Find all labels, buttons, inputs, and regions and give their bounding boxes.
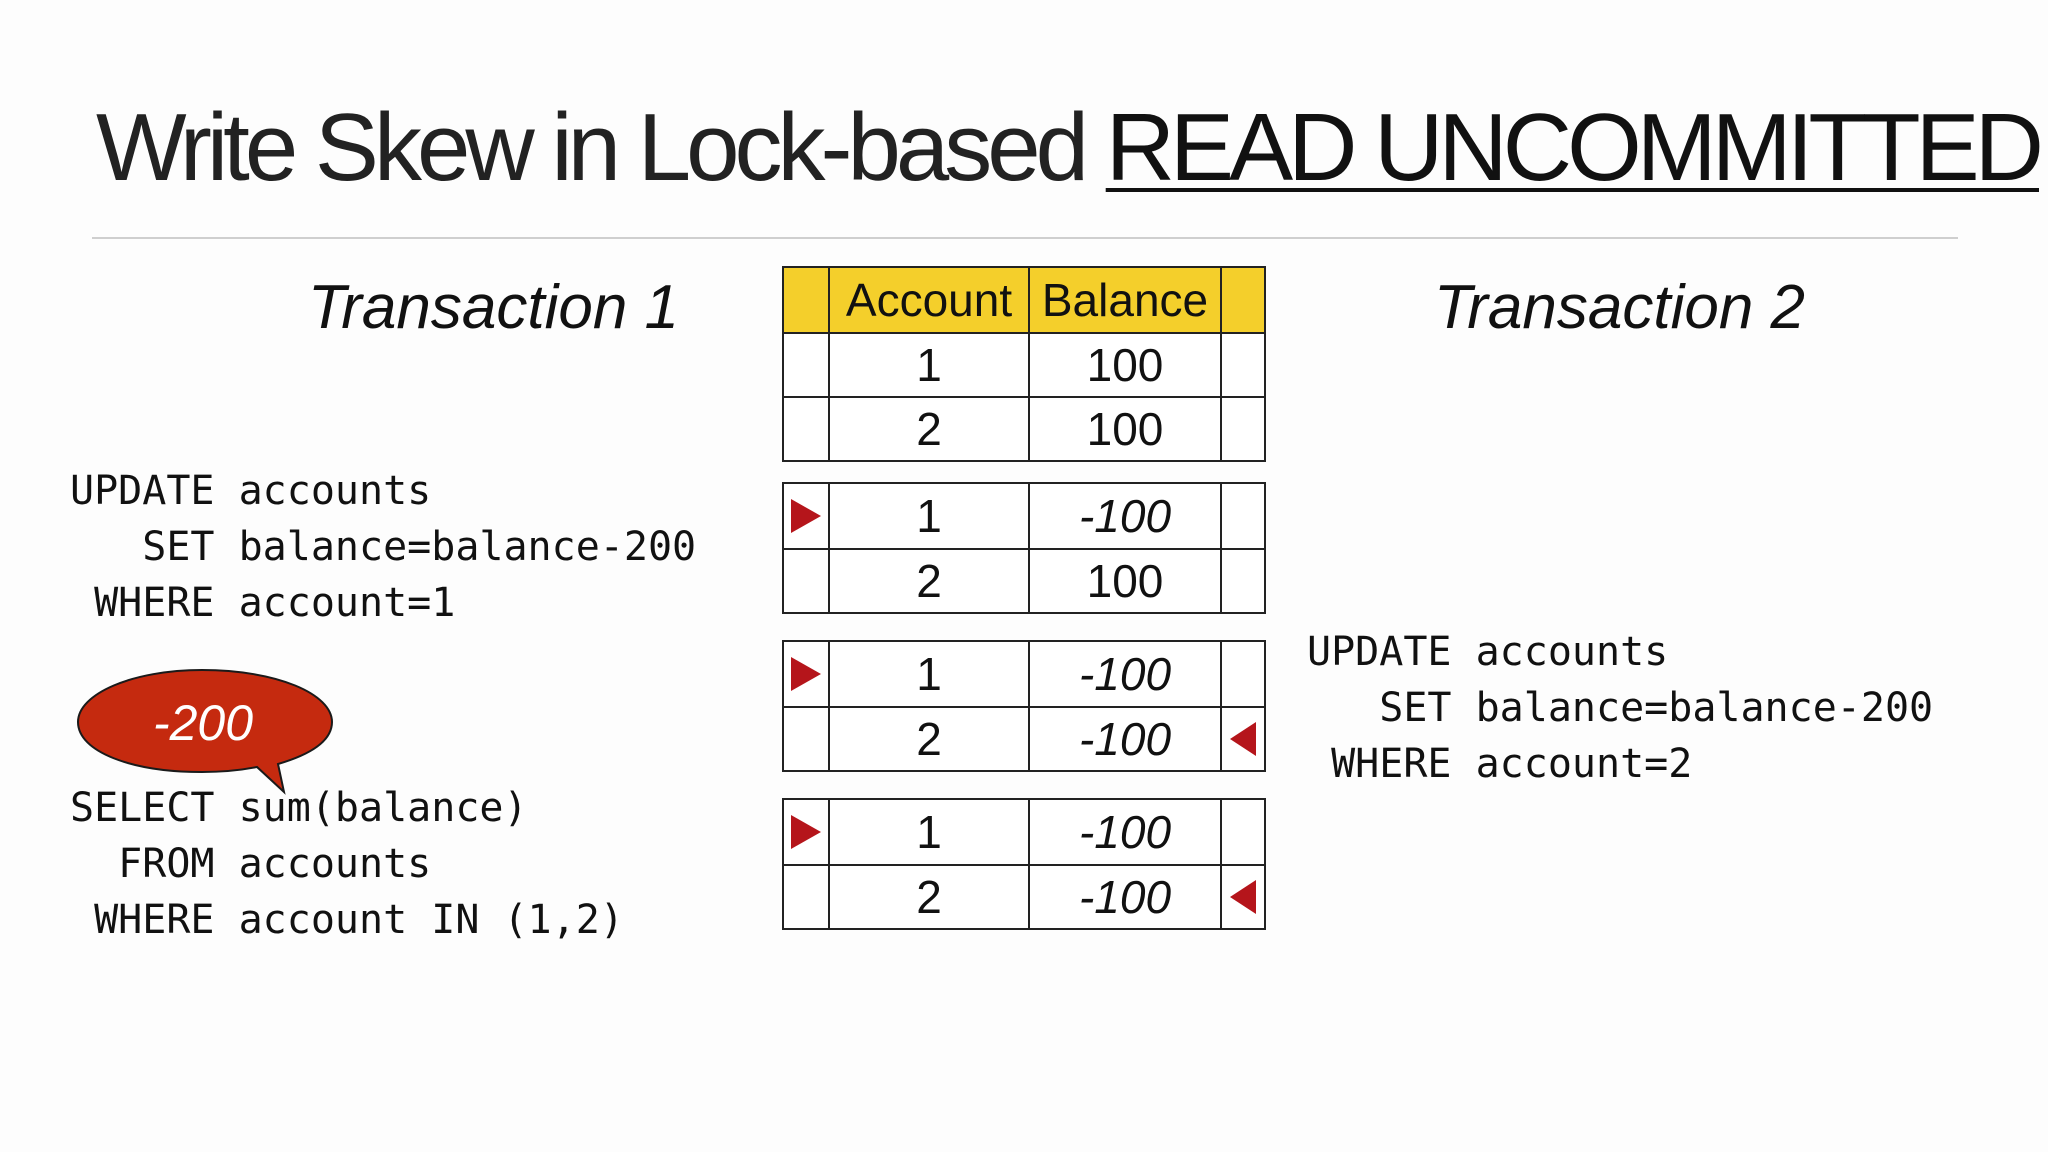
account-cell: 2 xyxy=(830,550,1030,612)
table-row: 1 100 xyxy=(784,332,1264,396)
table-row: 1 -100 xyxy=(784,642,1264,706)
lock-cell xyxy=(784,708,830,770)
account-cell: 2 xyxy=(830,708,1030,770)
t2-write-lock-icon xyxy=(1230,880,1256,914)
lock-cell xyxy=(1222,642,1264,706)
accounts-table-at-t1-select: 1 -100 2 -100 xyxy=(782,798,1266,930)
t1-write-lock-icon xyxy=(791,815,821,849)
t2-write-lock-icon xyxy=(1230,722,1256,756)
balance-cell: 100 xyxy=(1030,550,1222,612)
account-cell: 1 xyxy=(830,334,1030,396)
account-cell: 2 xyxy=(830,866,1030,928)
result-bubble-value: -200 xyxy=(152,695,254,751)
lock-column-header xyxy=(784,268,830,332)
table-row: 2 -100 xyxy=(784,706,1264,770)
balance-cell: -100 xyxy=(1030,800,1222,864)
title-prefix: Write Skew in Lock-based xyxy=(96,94,1106,201)
table-header-row: Account Balance xyxy=(784,268,1264,332)
lock-cell xyxy=(784,642,830,706)
table-row: 1 -100 xyxy=(784,800,1264,864)
speech-bubble-shape xyxy=(76,668,334,795)
table-row: 2 100 xyxy=(784,548,1264,612)
transaction-2-heading: Transaction 2 xyxy=(1434,273,1806,342)
account-cell: 1 xyxy=(830,800,1030,864)
t1-write-lock-icon xyxy=(791,657,821,691)
table-row: 2 -100 xyxy=(784,864,1264,928)
lock-cell xyxy=(1222,484,1264,548)
lock-cell xyxy=(1222,334,1264,396)
lock-cell xyxy=(784,866,830,928)
balance-column-header: Balance xyxy=(1030,268,1222,332)
transaction-1-heading: Transaction 1 xyxy=(308,273,680,342)
transaction-2-update-sql: UPDATE accounts SET balance=balance-200 … xyxy=(1307,629,1934,787)
lock-cell xyxy=(1222,550,1264,612)
balance-cell: -100 xyxy=(1030,642,1222,706)
lock-cell xyxy=(784,800,830,864)
accounts-table-after-t2-update: 1 -100 2 -100 xyxy=(782,640,1266,772)
title-isolation-level: READ UNCOMMITTED xyxy=(1105,94,2044,201)
account-cell: 1 xyxy=(830,642,1030,706)
lock-cell xyxy=(1222,708,1264,770)
account-column-header: Account xyxy=(830,268,1030,332)
title-divider xyxy=(92,237,1958,239)
account-cell: 1 xyxy=(830,484,1030,548)
balance-cell: -100 xyxy=(1030,866,1222,928)
t1-write-lock-icon xyxy=(791,499,821,533)
account-cell: 2 xyxy=(830,398,1030,460)
transaction-1-update-sql: UPDATE accounts SET balance=balance-200 … xyxy=(70,468,697,626)
lock-cell xyxy=(1222,800,1264,864)
lock-cell xyxy=(784,398,830,460)
lock-cell xyxy=(1222,398,1264,460)
table-row: 2 100 xyxy=(784,396,1264,460)
accounts-table-after-t1-update: 1 -100 2 100 xyxy=(782,482,1266,614)
transaction-1-select-sql: SELECT sum(balance) FROM accounts WHERE … xyxy=(70,785,624,943)
accounts-table-initial: Account Balance 1 100 2 100 xyxy=(782,266,1266,462)
balance-cell: 100 xyxy=(1030,334,1222,396)
lock-column-header-right xyxy=(1222,268,1264,332)
balance-cell: -100 xyxy=(1030,484,1222,548)
lock-cell xyxy=(784,484,830,548)
result-speech-bubble: -200 xyxy=(72,666,342,796)
lock-cell xyxy=(1222,866,1264,928)
balance-cell: 100 xyxy=(1030,398,1222,460)
table-row: 1 -100 xyxy=(784,484,1264,548)
slide-title: Write Skew in Lock-based READ UNCOMMITTE… xyxy=(96,100,2044,196)
balance-cell: -100 xyxy=(1030,708,1222,770)
lock-cell xyxy=(784,550,830,612)
lock-cell xyxy=(784,334,830,396)
